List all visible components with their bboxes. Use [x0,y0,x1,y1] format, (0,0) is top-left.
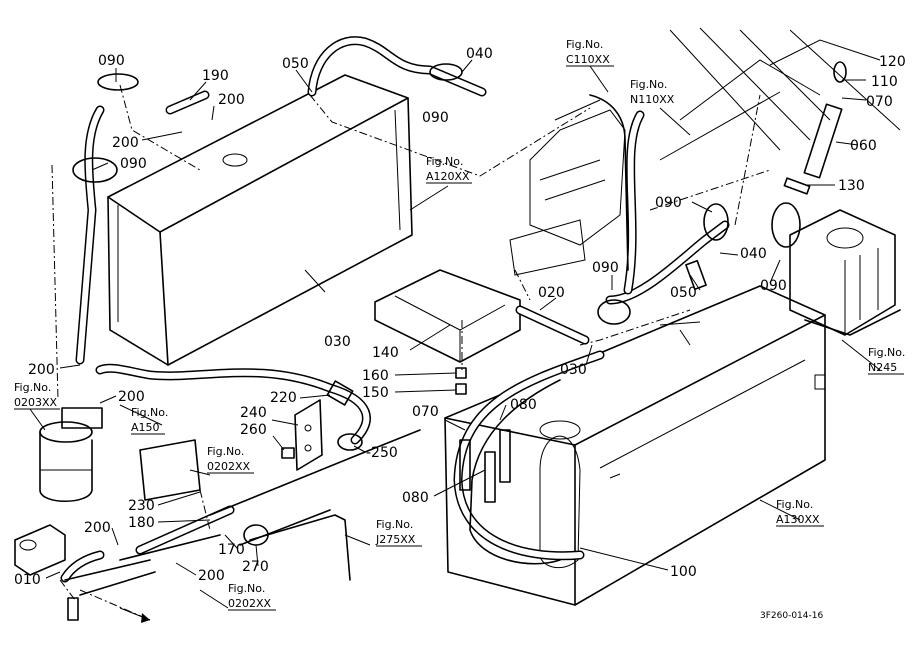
part-label: 120 [879,54,906,70]
figref-a130: Fig.No. A130XX [776,498,824,527]
svg-text:Fig.No.: Fig.No. [207,445,244,458]
part-label: 070 [866,94,893,110]
part-label: 200 [218,92,245,108]
part-label: 130 [838,178,865,194]
fuel-filter-sedimenter [39,407,103,502]
upper-fuel-tank [107,74,413,366]
part-label: 160 [362,368,389,384]
part-label: 090 [98,53,125,69]
svg-text:N245: N245 [868,361,897,374]
svg-text:0202XX: 0202XX [207,460,251,473]
direction-arrow-icon [119,607,151,623]
part-label: 140 [372,345,399,361]
part-label: 270 [242,559,269,575]
part-label: 150 [362,385,389,401]
figref-a150: Fig.No. A150 [131,406,168,435]
figref-c110: Fig.No. C110XX [566,38,614,93]
part-label: 190 [202,68,229,84]
part-label: 090 [760,278,787,294]
tank-support-bracket [374,269,521,363]
fuel-pipes [64,94,629,596]
part-label: 090 [120,156,147,172]
part-label: 110 [871,74,898,90]
part-label: -250 [366,445,398,461]
engine-outline [509,99,626,276]
svg-text:N110XX: N110XX [630,93,675,106]
fuel-pump [14,524,66,576]
part-label: 230 [128,498,155,514]
part-label: 240 [240,405,267,421]
part-label: 040 [740,246,767,262]
part-label: 030 [324,334,351,350]
svg-text:A150: A150 [131,421,160,434]
part-label: 200 [28,362,55,378]
svg-text:Fig.No.: Fig.No. [776,498,813,511]
part-labels: 090 190 050 040 200 200 090 090 120 110 … [14,46,906,588]
part-label: 090 [422,110,449,126]
svg-text:Fig.No.: Fig.No. [14,381,51,394]
svg-text:Fig.No.: Fig.No. [426,155,463,168]
right-frame-bracket [789,209,901,336]
inline-hoses [459,103,843,503]
svg-text:A130XX: A130XX [776,513,820,526]
svg-text:Fig.No.: Fig.No. [228,582,265,595]
part-label: 020 [538,285,565,301]
figref-j275: Fig.No. J275XX [375,518,422,547]
part-label: 200 [112,135,139,151]
part-label: 100 [670,564,697,580]
svg-text:0203XX: 0203XX [14,396,58,409]
svg-text:0202XX: 0202XX [228,597,272,610]
figure-references: Fig.No. C110XX Fig.No. N110XX Fig.No. A1… [14,38,905,611]
part-label: 050 [670,285,697,301]
svg-text:Fig.No.: Fig.No. [131,406,168,419]
part-label: 170 [218,542,245,558]
part-label: 180 [128,515,155,531]
part-label: 090 [592,260,619,276]
part-label: 010 [14,572,41,588]
svg-text:C110XX: C110XX [566,53,610,66]
part-label: 090 [655,195,682,211]
part-label: 070 [412,404,439,420]
svg-text:Fig.No.: Fig.No. [376,518,413,531]
part-label: 060 [850,138,877,154]
part-label: 200 [198,568,225,584]
alignment-lines [51,84,771,621]
part-label: 200 [118,389,145,405]
part-label: 220 [270,390,297,406]
lower-fuel-tank [444,285,826,606]
part-label: 030 [560,362,587,378]
svg-text:Fig.No.: Fig.No. [630,78,667,91]
part-label: 050 [282,56,309,72]
figref-n245: Fig.No. N245 [868,346,905,375]
figref-a120: Fig.No. A120XX [426,155,472,184]
figref-n110: Fig.No. N110XX [630,78,691,136]
part-label: 200 [84,520,111,536]
part-label: 080 [402,490,429,506]
svg-text:J275XX: J275XX [375,533,416,546]
svg-text:A120XX: A120XX [426,170,470,183]
part-label: 080 [510,397,537,413]
leader-lines [45,59,881,609]
drawing-code: 3F260-014-16 [760,611,823,621]
part-label: 040 [466,46,493,62]
fuel-cock [326,380,354,406]
figref-0202-upper: Fig.No. 0202XX [207,445,254,474]
figref-0203: Fig.No. 0203XX [14,381,60,431]
figref-0202-lower: Fig.No. 0202XX [228,582,276,611]
frame-outline [659,27,901,161]
svg-text:Fig.No.: Fig.No. [566,38,603,51]
svg-text:Fig.No.: Fig.No. [868,346,905,359]
part-label: 260 [240,422,267,438]
